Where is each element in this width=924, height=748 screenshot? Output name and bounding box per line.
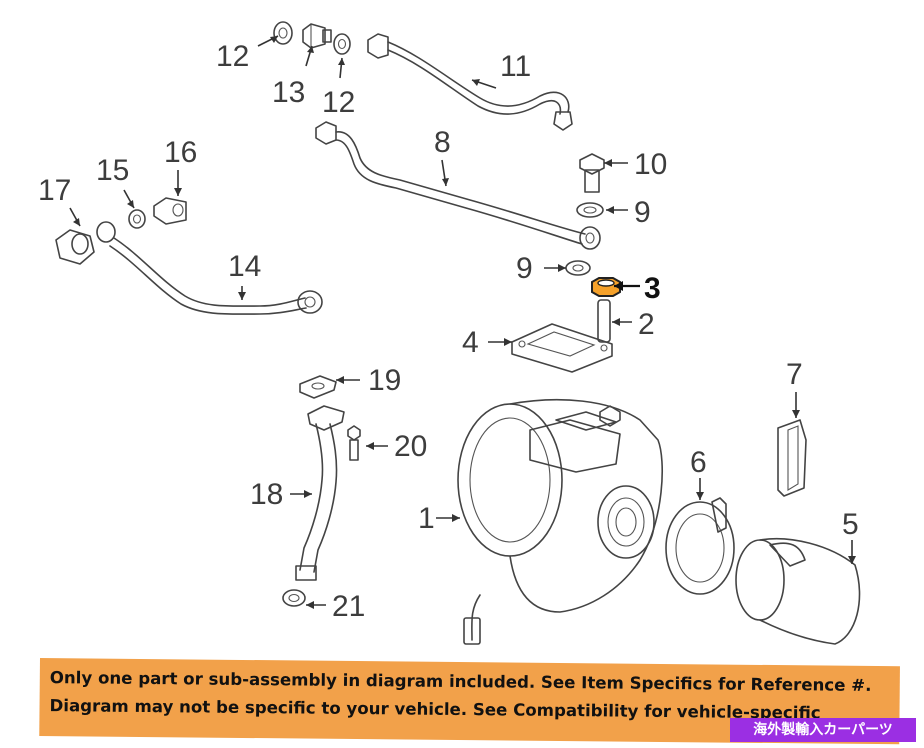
part-17-fitting	[55, 229, 95, 265]
callout-1: 1	[418, 502, 435, 535]
part-15-washer	[128, 209, 146, 229]
part-18-drain-pipe	[295, 405, 345, 581]
callout-20: 20	[394, 430, 427, 463]
callout-9-lower: 9	[516, 252, 533, 285]
callout-10: 10	[634, 148, 667, 181]
part-13-fitting	[302, 23, 332, 49]
callout-12-right: 12	[322, 86, 355, 119]
callout-17: 17	[38, 174, 71, 207]
callout-7: 7	[786, 358, 803, 391]
part-11-oil-pipe	[367, 33, 573, 131]
callout-14: 14	[228, 250, 261, 283]
part-20-bolt	[347, 425, 361, 461]
part-8-oil-pipe	[315, 121, 601, 250]
callout-4: 4	[462, 326, 479, 359]
part-1-turbocharger	[457, 398, 664, 645]
leader-arrows	[69, 35, 856, 609]
disclaimer-line-2: Diagram may not be specific to your vehi…	[49, 696, 821, 723]
part-10-banjo-bolt	[579, 153, 605, 193]
part-2-stud	[597, 299, 611, 343]
part-6-clamp	[665, 497, 735, 595]
part-5-outlet-pipe	[735, 537, 861, 645]
callout-18: 18	[250, 478, 283, 511]
callout-15: 15	[96, 154, 129, 187]
callout-6: 6	[690, 446, 707, 479]
callout-19: 19	[368, 364, 401, 397]
part-4-gasket	[511, 323, 613, 373]
part-16-fitting	[153, 197, 187, 225]
disclaimer-line-1: Only one part or sub-assembly in diagram…	[49, 668, 872, 695]
part-19-gasket	[299, 375, 337, 399]
callout-21: 21	[332, 590, 365, 623]
callout-3-highlighted: 3	[644, 272, 661, 305]
callout-2: 2	[638, 308, 655, 341]
part-21-washer	[282, 589, 306, 607]
callout-12-left: 12	[216, 40, 249, 73]
part-12-washer-left	[273, 21, 293, 45]
part-14-oil-pipe	[96, 221, 323, 315]
part-12-washer-right	[333, 33, 351, 55]
callout-9-upper: 9	[634, 196, 651, 229]
callout-5: 5	[842, 508, 859, 541]
part-9-washer-upper	[576, 202, 604, 218]
part-9-washer-lower	[565, 260, 591, 276]
parts-diagram: 12 13 12 11 8 10 9 9 3 2 4 17 15 16 14 1…	[38, 21, 861, 645]
part-7-heat-shield	[777, 419, 807, 497]
import-parts-badge: 海外製輸入カーパーツ	[730, 718, 916, 742]
callout-16: 16	[164, 136, 197, 169]
callout-13: 13	[272, 76, 305, 109]
callout-8: 8	[434, 126, 451, 159]
part-3-nut-highlighted	[591, 277, 621, 297]
callout-11: 11	[500, 50, 531, 83]
